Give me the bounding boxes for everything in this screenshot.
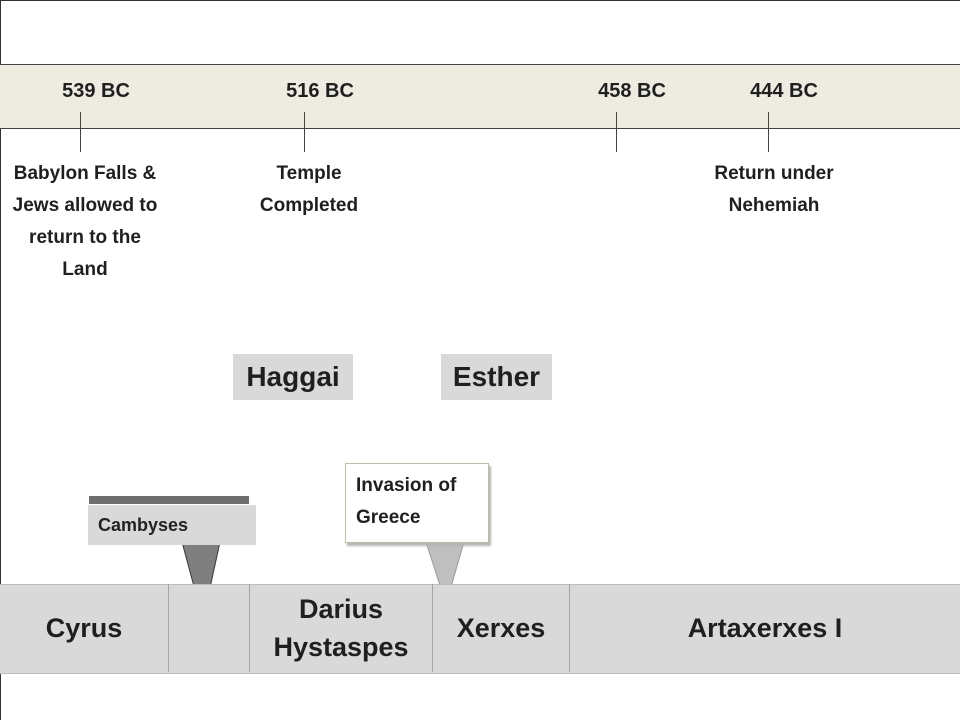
king-cell-xerxes: Xerxes xyxy=(456,613,546,643)
timeline-tick xyxy=(768,112,769,152)
book-box-esther: Esther xyxy=(441,354,552,400)
king-divider xyxy=(249,584,250,672)
frame-top-border xyxy=(0,0,960,1)
king-divider xyxy=(168,584,169,672)
timeline-tick xyxy=(80,112,81,152)
event-label-babylon-falls: Babylon Falls & Jews allowed to return t… xyxy=(12,163,158,280)
king-divider xyxy=(432,584,433,672)
cambyses-callout-shadow xyxy=(89,496,249,504)
book-box-haggai: Haggai xyxy=(233,354,353,400)
king-divider xyxy=(569,584,570,672)
king-cell-artaxerxes: Artaxerxes I xyxy=(687,613,843,643)
date-label: 516 BC xyxy=(286,80,354,102)
timeline-band xyxy=(0,64,960,129)
frame-left-border xyxy=(0,0,1,720)
timeline-tick xyxy=(304,112,305,152)
date-label: 539 BC xyxy=(62,80,130,102)
cambyses-callout: Cambyses xyxy=(88,505,256,545)
king-cell-cambyses xyxy=(169,584,249,672)
invasion-of-greece-callout: Invasion of Greece xyxy=(345,463,489,543)
date-label: 444 BC xyxy=(750,80,818,102)
event-label-return-nehemiah: Return under Nehemiah xyxy=(714,163,834,216)
date-label: 458 BC xyxy=(598,80,666,102)
king-cell-cyrus: Cyrus xyxy=(45,613,123,643)
event-label-temple-completed: Temple Completed xyxy=(259,163,359,216)
timeline-tick xyxy=(616,112,617,152)
kings-band xyxy=(0,584,960,674)
king-cell-darius: Darius Hystaspes xyxy=(273,594,409,662)
